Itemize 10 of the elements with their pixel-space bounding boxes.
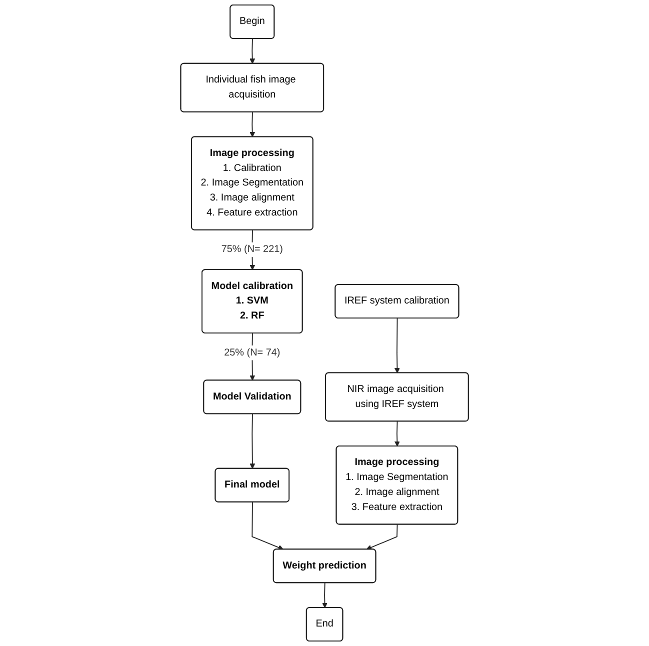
arrow	[322, 582, 328, 608]
arrow	[394, 318, 400, 374]
edge-label: 25% (N= 74)	[224, 347, 280, 358]
arrow	[250, 414, 256, 469]
arrow	[250, 38, 256, 64]
edge-label: 75% (N= 221)	[221, 244, 283, 255]
arrow	[366, 524, 398, 550]
arrow	[252, 502, 284, 550]
arrow	[250, 112, 256, 138]
arrow	[394, 421, 400, 447]
